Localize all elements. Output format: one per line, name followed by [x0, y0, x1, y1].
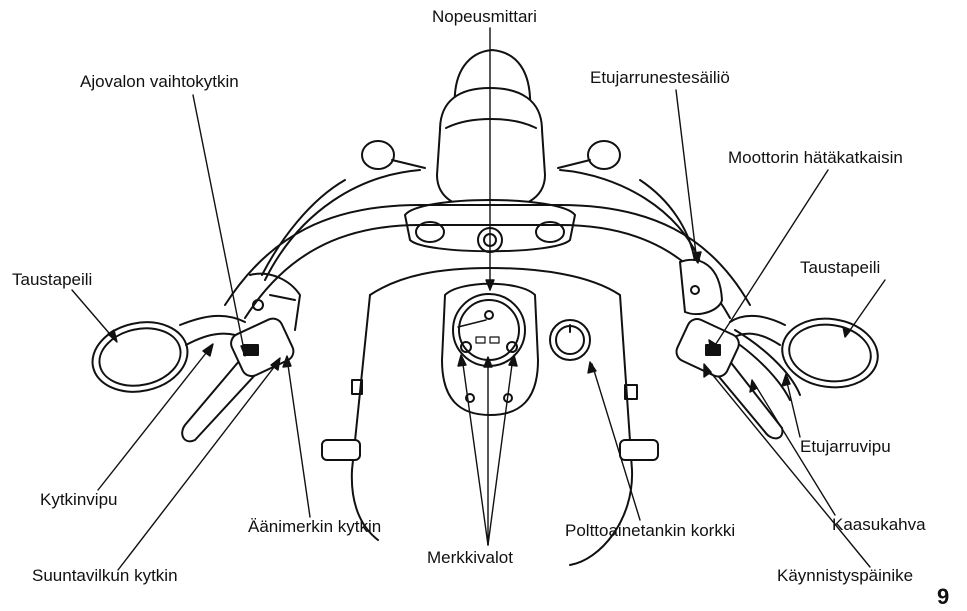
label-polttoainetankin-korkki: Polttoainetankin korkki — [565, 521, 735, 541]
label-aanimerkin-kytkin: Äänimerkin kytkin — [248, 517, 381, 537]
cable-right — [560, 170, 700, 262]
label-nopeusmittari: Nopeusmittari — [432, 7, 537, 27]
right-grip — [673, 260, 800, 438]
speedometer — [442, 284, 538, 415]
headlight — [437, 50, 545, 210]
label-ajovalon-vaihtokytkin: Ajovalon vaihtokytkin — [80, 72, 239, 92]
label-etujarrunestesailio: Etujarrunestesäiliö — [590, 68, 730, 88]
label-kaynnistyspainike: Käynnistyspäinike — [777, 566, 913, 586]
label-taustapeili-left: Taustapeili — [12, 270, 92, 290]
label-suuntavilkun-kytkin: Suuntavilkun kytkin — [32, 566, 178, 586]
left-grip — [182, 274, 300, 442]
page-number: 9 — [937, 584, 949, 610]
label-merkkivalot: Merkkivalot — [427, 548, 513, 568]
label-kaasukahva: Kaasukahva — [832, 515, 926, 535]
label-moottorin-hatakatkaisin: Moottorin hätäkatkaisin — [728, 148, 903, 168]
label-etujarruvipu: Etujarruvipu — [800, 437, 891, 457]
fuel-cap — [550, 320, 590, 360]
label-taustapeili-right: Taustapeili — [800, 258, 880, 278]
label-kytkinvipu: Kytkinvipu — [40, 490, 117, 510]
